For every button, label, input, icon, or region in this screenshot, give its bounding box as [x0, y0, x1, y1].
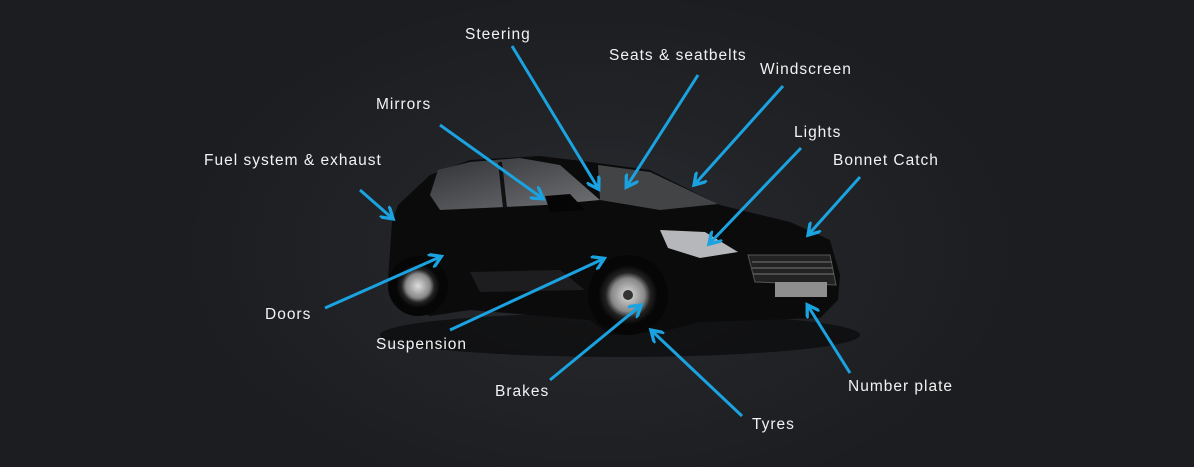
lights-arrow — [710, 146, 803, 243]
brakes-arrow — [549, 306, 640, 382]
label-mirrors: Mirrors — [376, 96, 432, 113]
label-steering: Steering — [465, 26, 531, 43]
number-plate-arrow — [808, 306, 852, 374]
mirrors-arrow — [439, 123, 542, 198]
label-suspension: Suspension — [376, 336, 468, 353]
tyres-arrow — [652, 331, 744, 418]
label-tyres: Tyres — [752, 416, 795, 433]
bonnet-arrow — [809, 175, 862, 234]
label-lights: Lights — [794, 124, 842, 141]
label-doors: Doors — [265, 306, 312, 323]
suspension-arrow — [449, 259, 603, 332]
car-shadow — [380, 313, 860, 357]
steering-arrow — [510, 45, 598, 188]
fuel-arrow — [359, 188, 392, 218]
label-seats: Seats & seatbelts — [609, 47, 747, 64]
label-windscreen: Windscreen — [760, 61, 852, 78]
pointer-arrows — [324, 45, 862, 418]
label-bonnet-catch: Bonnet Catch — [833, 152, 939, 169]
car-body — [388, 156, 840, 335]
doors-arrow — [324, 257, 440, 310]
label-number-plate: Number plate — [848, 378, 954, 395]
label-brakes: Brakes — [495, 383, 550, 400]
label-fuel-system: Fuel system & exhaust — [204, 152, 382, 169]
seats-arrow — [627, 74, 700, 186]
windscreen-arrow — [695, 84, 785, 184]
